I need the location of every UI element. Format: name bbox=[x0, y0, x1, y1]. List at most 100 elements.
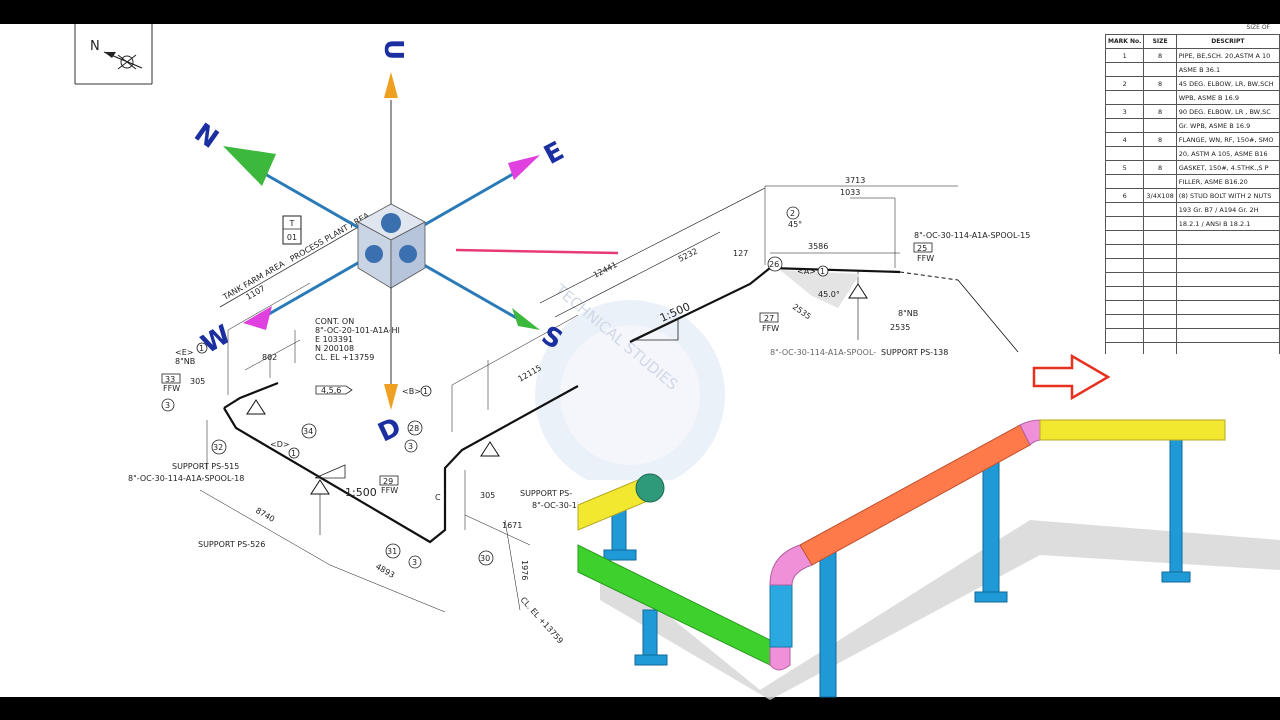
cont-on-line-5: CL. EL +13759 bbox=[315, 353, 374, 362]
tag-box-top: T bbox=[289, 219, 295, 228]
table-cell bbox=[1143, 258, 1177, 273]
compass-label-down: D bbox=[374, 412, 406, 448]
compass-label-north: N bbox=[189, 118, 224, 155]
table-cell bbox=[1143, 342, 1177, 354]
dim-1671: 1671 bbox=[502, 521, 522, 530]
table-row: 18.2.1 / ANSI B 18.2.1 bbox=[1105, 216, 1280, 231]
table-row bbox=[1105, 272, 1280, 287]
callout-34: 34 bbox=[303, 427, 313, 436]
table-cell bbox=[1105, 314, 1145, 329]
cont-on-line-2: 8"-OC-20-101-A1A-HI bbox=[315, 326, 400, 335]
callout-32: 32 bbox=[213, 443, 223, 452]
callout-3c: 3 bbox=[412, 558, 417, 567]
table-cell bbox=[1143, 146, 1177, 161]
dim-1033: 1033 bbox=[840, 188, 860, 197]
table-cell bbox=[1105, 286, 1145, 301]
table-cell bbox=[1143, 272, 1177, 287]
support-ps138-label: SUPPORT PS-138 bbox=[881, 348, 948, 357]
table-cell: Gr. WPB, ASME B 16.9 bbox=[1175, 118, 1280, 133]
table-cell: 20, ASTM A 105, ASME B16 bbox=[1175, 146, 1280, 161]
callout-D: <D> bbox=[270, 440, 290, 449]
ffw-label-27: FFW bbox=[762, 324, 779, 333]
callout-1c: 1 bbox=[291, 449, 296, 458]
callout-A: <A> bbox=[797, 267, 816, 276]
callout-25: 25 bbox=[917, 244, 927, 253]
bom-header-row: MARK No. SIZE DESCRIPT bbox=[1105, 34, 1280, 49]
table-cell bbox=[1105, 272, 1145, 287]
table-cell bbox=[1175, 328, 1280, 343]
table-cell: 3/4X108 bbox=[1143, 188, 1177, 203]
table-row: 193 Gr. B7 / A194 Gr. 2H bbox=[1105, 202, 1280, 217]
table-cell: 8 bbox=[1143, 76, 1177, 91]
arrow-right-icon bbox=[1032, 353, 1111, 401]
table-cell bbox=[1175, 342, 1280, 354]
table-cell bbox=[1143, 90, 1177, 105]
callout-3a: 3 bbox=[165, 401, 170, 410]
north-marker-label: N bbox=[90, 39, 100, 54]
table-cell bbox=[1143, 286, 1177, 301]
support-ps-mid-label: SUPPORT PS- bbox=[520, 489, 572, 498]
callout-29: 29 bbox=[383, 477, 393, 486]
bom-col-mark: MARK No. bbox=[1105, 34, 1145, 49]
table-row bbox=[1105, 342, 1280, 354]
table-row: Gr. WPB, ASME B 16.9 bbox=[1105, 118, 1280, 133]
table-cell: (8) STUD BOLT WITH 2 NUTS bbox=[1175, 188, 1280, 203]
callout-1a: 1 bbox=[820, 267, 825, 276]
table-cell bbox=[1175, 230, 1280, 245]
dim-802: 802 bbox=[262, 353, 277, 362]
top-letterbox bbox=[0, 0, 1280, 24]
callout-33: 33 bbox=[165, 375, 175, 384]
dim-2535-a: 2535 bbox=[791, 302, 813, 321]
south-cone bbox=[512, 308, 540, 330]
table-cell: 90 DEG. ELBOW, LR , BW,SC bbox=[1175, 104, 1280, 119]
table-cell bbox=[1105, 202, 1145, 217]
east-cone bbox=[508, 155, 540, 180]
up-cone bbox=[384, 72, 398, 98]
table-cell: 8 bbox=[1143, 48, 1177, 63]
down-cone bbox=[384, 384, 398, 410]
bom-col-description: DESCRIPT bbox=[1175, 34, 1280, 49]
table-cell bbox=[1105, 328, 1145, 343]
table-cell bbox=[1143, 174, 1177, 189]
table-row bbox=[1105, 314, 1280, 329]
north-marker: N bbox=[74, 24, 153, 85]
highlight-line bbox=[455, 248, 619, 255]
table-cell bbox=[1105, 174, 1145, 189]
table-cell bbox=[1175, 258, 1280, 273]
spool-18-label: 8"-OC-30-114-A1A-SPOOL-18 bbox=[128, 474, 244, 483]
dim-12441: 12441 bbox=[592, 260, 619, 280]
compass-label-east: E bbox=[539, 136, 569, 171]
table-cell: 2 bbox=[1105, 76, 1145, 91]
table-cell bbox=[1105, 118, 1145, 133]
table-cell bbox=[1105, 216, 1145, 231]
watermark: TECHNICAL STUDIES bbox=[535, 280, 725, 490]
dim-3586: 3586 bbox=[808, 242, 828, 251]
cont-on-line-1: CONT. ON bbox=[315, 317, 354, 326]
callout-27: 27 bbox=[764, 314, 774, 323]
cont-on-line-3: E 103391 bbox=[315, 335, 353, 344]
table-cell bbox=[1175, 300, 1280, 315]
table-cell: PIPE, BE,SCH. 20,ASTM A 10 bbox=[1175, 48, 1280, 63]
callout-C: C bbox=[435, 493, 441, 502]
nb-8-left-label: 8"NB bbox=[175, 357, 195, 366]
table-cell: FILLER, ASME B16.20 bbox=[1175, 174, 1280, 189]
table-cell bbox=[1175, 244, 1280, 259]
table-cell bbox=[1143, 230, 1177, 245]
callout-E: <E> bbox=[175, 348, 193, 357]
dim-8740: 8740 bbox=[254, 506, 276, 524]
table-cell bbox=[1143, 244, 1177, 259]
dim-4893: 4893 bbox=[374, 562, 396, 580]
callout-31: 31 bbox=[387, 547, 397, 556]
dim-3713: 3713 bbox=[845, 176, 865, 185]
bottom-letterbox bbox=[0, 697, 1280, 720]
table-cell bbox=[1105, 90, 1145, 105]
pipe-3d-render bbox=[577, 419, 1280, 700]
table-cell bbox=[1143, 328, 1177, 343]
callout-26: 26 bbox=[769, 260, 779, 269]
table-cell: GASKET, 150#, 4.5THK.,S P bbox=[1175, 160, 1280, 175]
cont-on-line-4: N 200108 bbox=[315, 344, 354, 353]
ffw-label-33: FFW bbox=[163, 384, 180, 393]
